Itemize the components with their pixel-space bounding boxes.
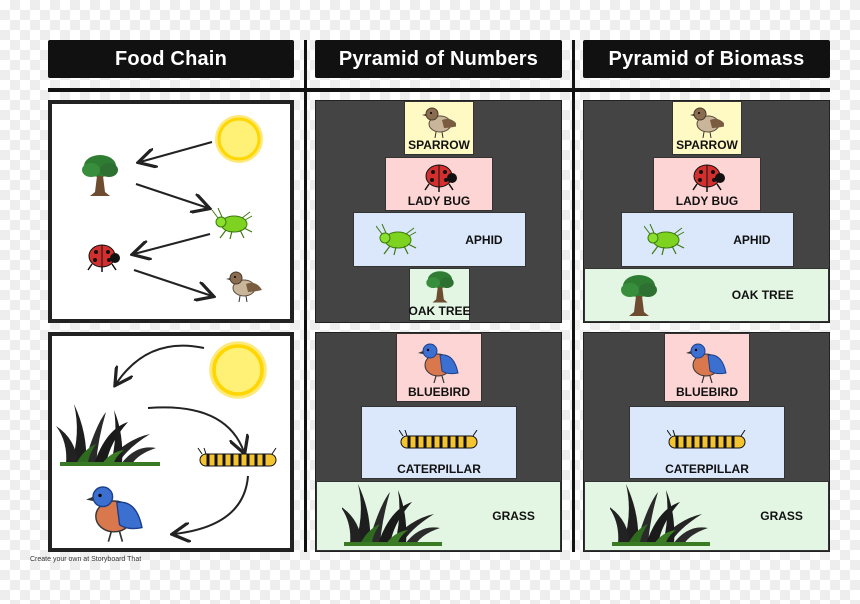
caterpillar-label: CATERPILLAR	[397, 462, 481, 476]
aphid-icon	[376, 222, 418, 256]
header-pyramid-biomass-label: Pyramid of Biomass	[608, 47, 805, 70]
aphid-label: APHID	[733, 232, 771, 247]
header-pyramid-numbers-label: Pyramid of Numbers	[338, 47, 539, 70]
bluebird-icon	[686, 343, 727, 384]
numbers-panel-2: BLUEBIRD CATERPILLAR GRASS	[315, 332, 562, 552]
caterpillar-icon	[196, 446, 278, 468]
numbers-panel-1: SPARROW LADY BUG APHID OAK TREE	[315, 100, 562, 323]
oak-tree-label: OAK TREE	[731, 288, 794, 302]
food-chain-diagram-2	[56, 339, 278, 548]
oak-tree-icon	[82, 155, 118, 196]
header-pyramid-biomass: Pyramid of Biomass	[583, 40, 830, 78]
sparrow-icon	[225, 271, 263, 303]
grass-icon	[56, 404, 160, 466]
ladybug-block: LADY BUG	[385, 157, 493, 211]
ladybug-label: LADY BUG	[407, 194, 471, 208]
column-divider-left	[304, 40, 307, 552]
bluebird-label: BLUEBIRD	[676, 385, 738, 399]
sun-icon	[207, 339, 269, 401]
bluebird-icon	[418, 343, 459, 384]
header-pyramid-numbers: Pyramid of Numbers	[315, 40, 562, 78]
oak-tree-icon	[621, 275, 658, 316]
ladybug-icon	[424, 164, 458, 193]
caterpillar-icon	[399, 430, 479, 450]
oak-tree-label: OAK TREE	[408, 304, 471, 318]
biomass-panel-2: BLUEBIRD CATERPILLAR GRASS	[583, 332, 830, 552]
food-chain-diagram-1	[82, 113, 265, 303]
aphid-block: APHID	[353, 212, 526, 267]
credit-text: Create your own at Storyboard That	[30, 556, 142, 563]
sparrow-block: SPARROW	[672, 101, 742, 155]
oak-tree-icon	[425, 271, 454, 303]
food-chain-panel-1	[48, 100, 294, 323]
grass-block: GRASS	[316, 481, 561, 551]
caterpillar-block: CATERPILLAR	[361, 406, 517, 479]
bluebird-icon	[85, 486, 143, 543]
grass-block: GRASS	[584, 481, 829, 551]
sparrow-icon	[422, 107, 456, 138]
sparrow-block: SPARROW	[404, 101, 474, 155]
sun-icon	[213, 113, 265, 165]
aphid-icon	[211, 207, 253, 240]
caterpillar-icon	[667, 430, 747, 450]
aphid-icon	[644, 222, 686, 256]
oak-tree-block: OAK TREE	[408, 268, 471, 321]
grass-label: GRASS	[492, 509, 535, 523]
grass-label: GRASS	[760, 509, 803, 523]
caterpillar-label: CATERPILLAR	[665, 462, 749, 476]
oak-tree-block: OAK TREE	[584, 268, 829, 322]
aphid-block: APHID	[621, 212, 794, 267]
ladybug-block: LADY BUG	[653, 157, 761, 211]
aphid-label: APHID	[465, 232, 503, 247]
grass-icon	[342, 484, 443, 546]
sparrow-label: SPARROW	[676, 138, 738, 152]
sparrow-icon	[690, 107, 724, 138]
caterpillar-block: CATERPILLAR	[629, 406, 785, 479]
horizontal-rule	[48, 88, 830, 92]
bluebird-label: BLUEBIRD	[408, 385, 470, 399]
ladybug-icon	[692, 164, 726, 193]
bluebird-block: BLUEBIRD	[396, 333, 482, 402]
header-food-chain-label: Food Chain	[115, 47, 227, 70]
grass-icon	[610, 484, 711, 546]
ladybug-label: LADY BUG	[675, 194, 739, 208]
sparrow-label: SPARROW	[408, 138, 470, 152]
food-chain-panel-2	[48, 332, 294, 552]
ladybug-icon	[87, 244, 121, 273]
column-divider-right	[572, 40, 575, 552]
bluebird-block: BLUEBIRD	[664, 333, 750, 402]
biomass-panel-1: SPARROW LADY BUG APHID OAK TREE	[583, 100, 830, 323]
header-food-chain: Food Chain	[48, 40, 294, 78]
